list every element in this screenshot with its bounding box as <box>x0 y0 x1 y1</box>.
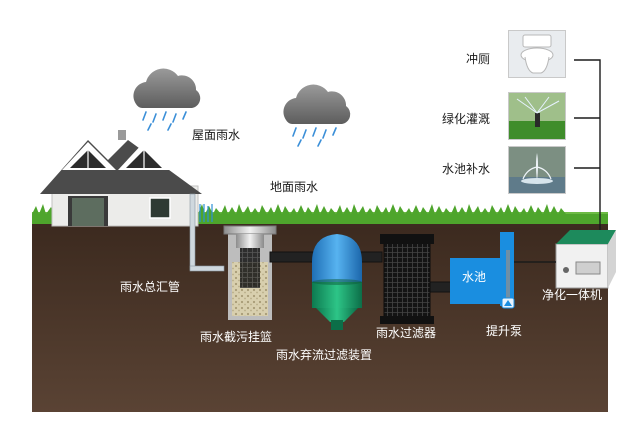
label-pump: 提升泵 <box>486 324 522 338</box>
house <box>40 130 202 226</box>
basket-chamber <box>224 226 276 320</box>
label-basket: 雨水截污挂篮 <box>200 330 272 344</box>
rain-cloud-icon-2 <box>283 85 350 146</box>
sprinkler-icon <box>508 92 566 140</box>
label-toilet: 冲厕 <box>466 52 490 66</box>
label-diverter: 雨水弃流过滤装置 <box>276 348 372 362</box>
rain-cloud-icon-1 <box>133 69 200 130</box>
label-ground-rain: 地面雨水 <box>270 180 318 194</box>
purifier-unit <box>556 230 616 288</box>
label-purifier: 净化一体机 <box>542 288 602 302</box>
label-pool-refill: 水池补水 <box>442 162 490 176</box>
label-main-pipe: 雨水总汇管 <box>120 280 180 294</box>
rainwater-filter <box>380 234 434 324</box>
toilet-icon <box>508 30 566 78</box>
fountain-icon <box>508 146 566 194</box>
label-roof-rain: 屋面雨水 <box>192 128 240 142</box>
label-pool: 水池 <box>462 270 486 284</box>
label-filter: 雨水过滤器 <box>376 326 436 340</box>
label-irrigation: 绿化灌溉 <box>442 112 490 126</box>
